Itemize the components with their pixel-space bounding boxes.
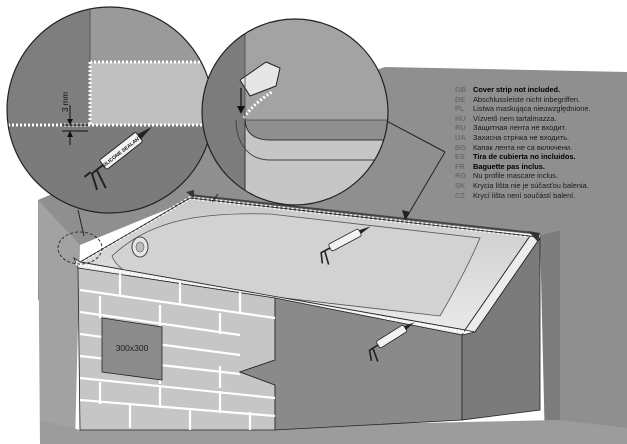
side-wall bbox=[38, 200, 80, 444]
cover-strip bbox=[189, 194, 535, 234]
access-panel-size-label: 300x300 bbox=[116, 343, 149, 353]
sealant-gun-rim-icon bbox=[320, 226, 371, 265]
gap-dimension-marker bbox=[62, 105, 88, 145]
floor bbox=[40, 420, 627, 444]
cover-strip-end bbox=[528, 231, 540, 242]
sealant-gun-panel-icon bbox=[368, 322, 415, 362]
corner-detail-marker bbox=[57, 231, 103, 265]
right-wall-corner bbox=[540, 230, 560, 444]
cover-strip-profile bbox=[239, 61, 281, 97]
access-panel bbox=[101, 317, 163, 381]
gap-dimension-label: 3 mm bbox=[61, 92, 70, 112]
